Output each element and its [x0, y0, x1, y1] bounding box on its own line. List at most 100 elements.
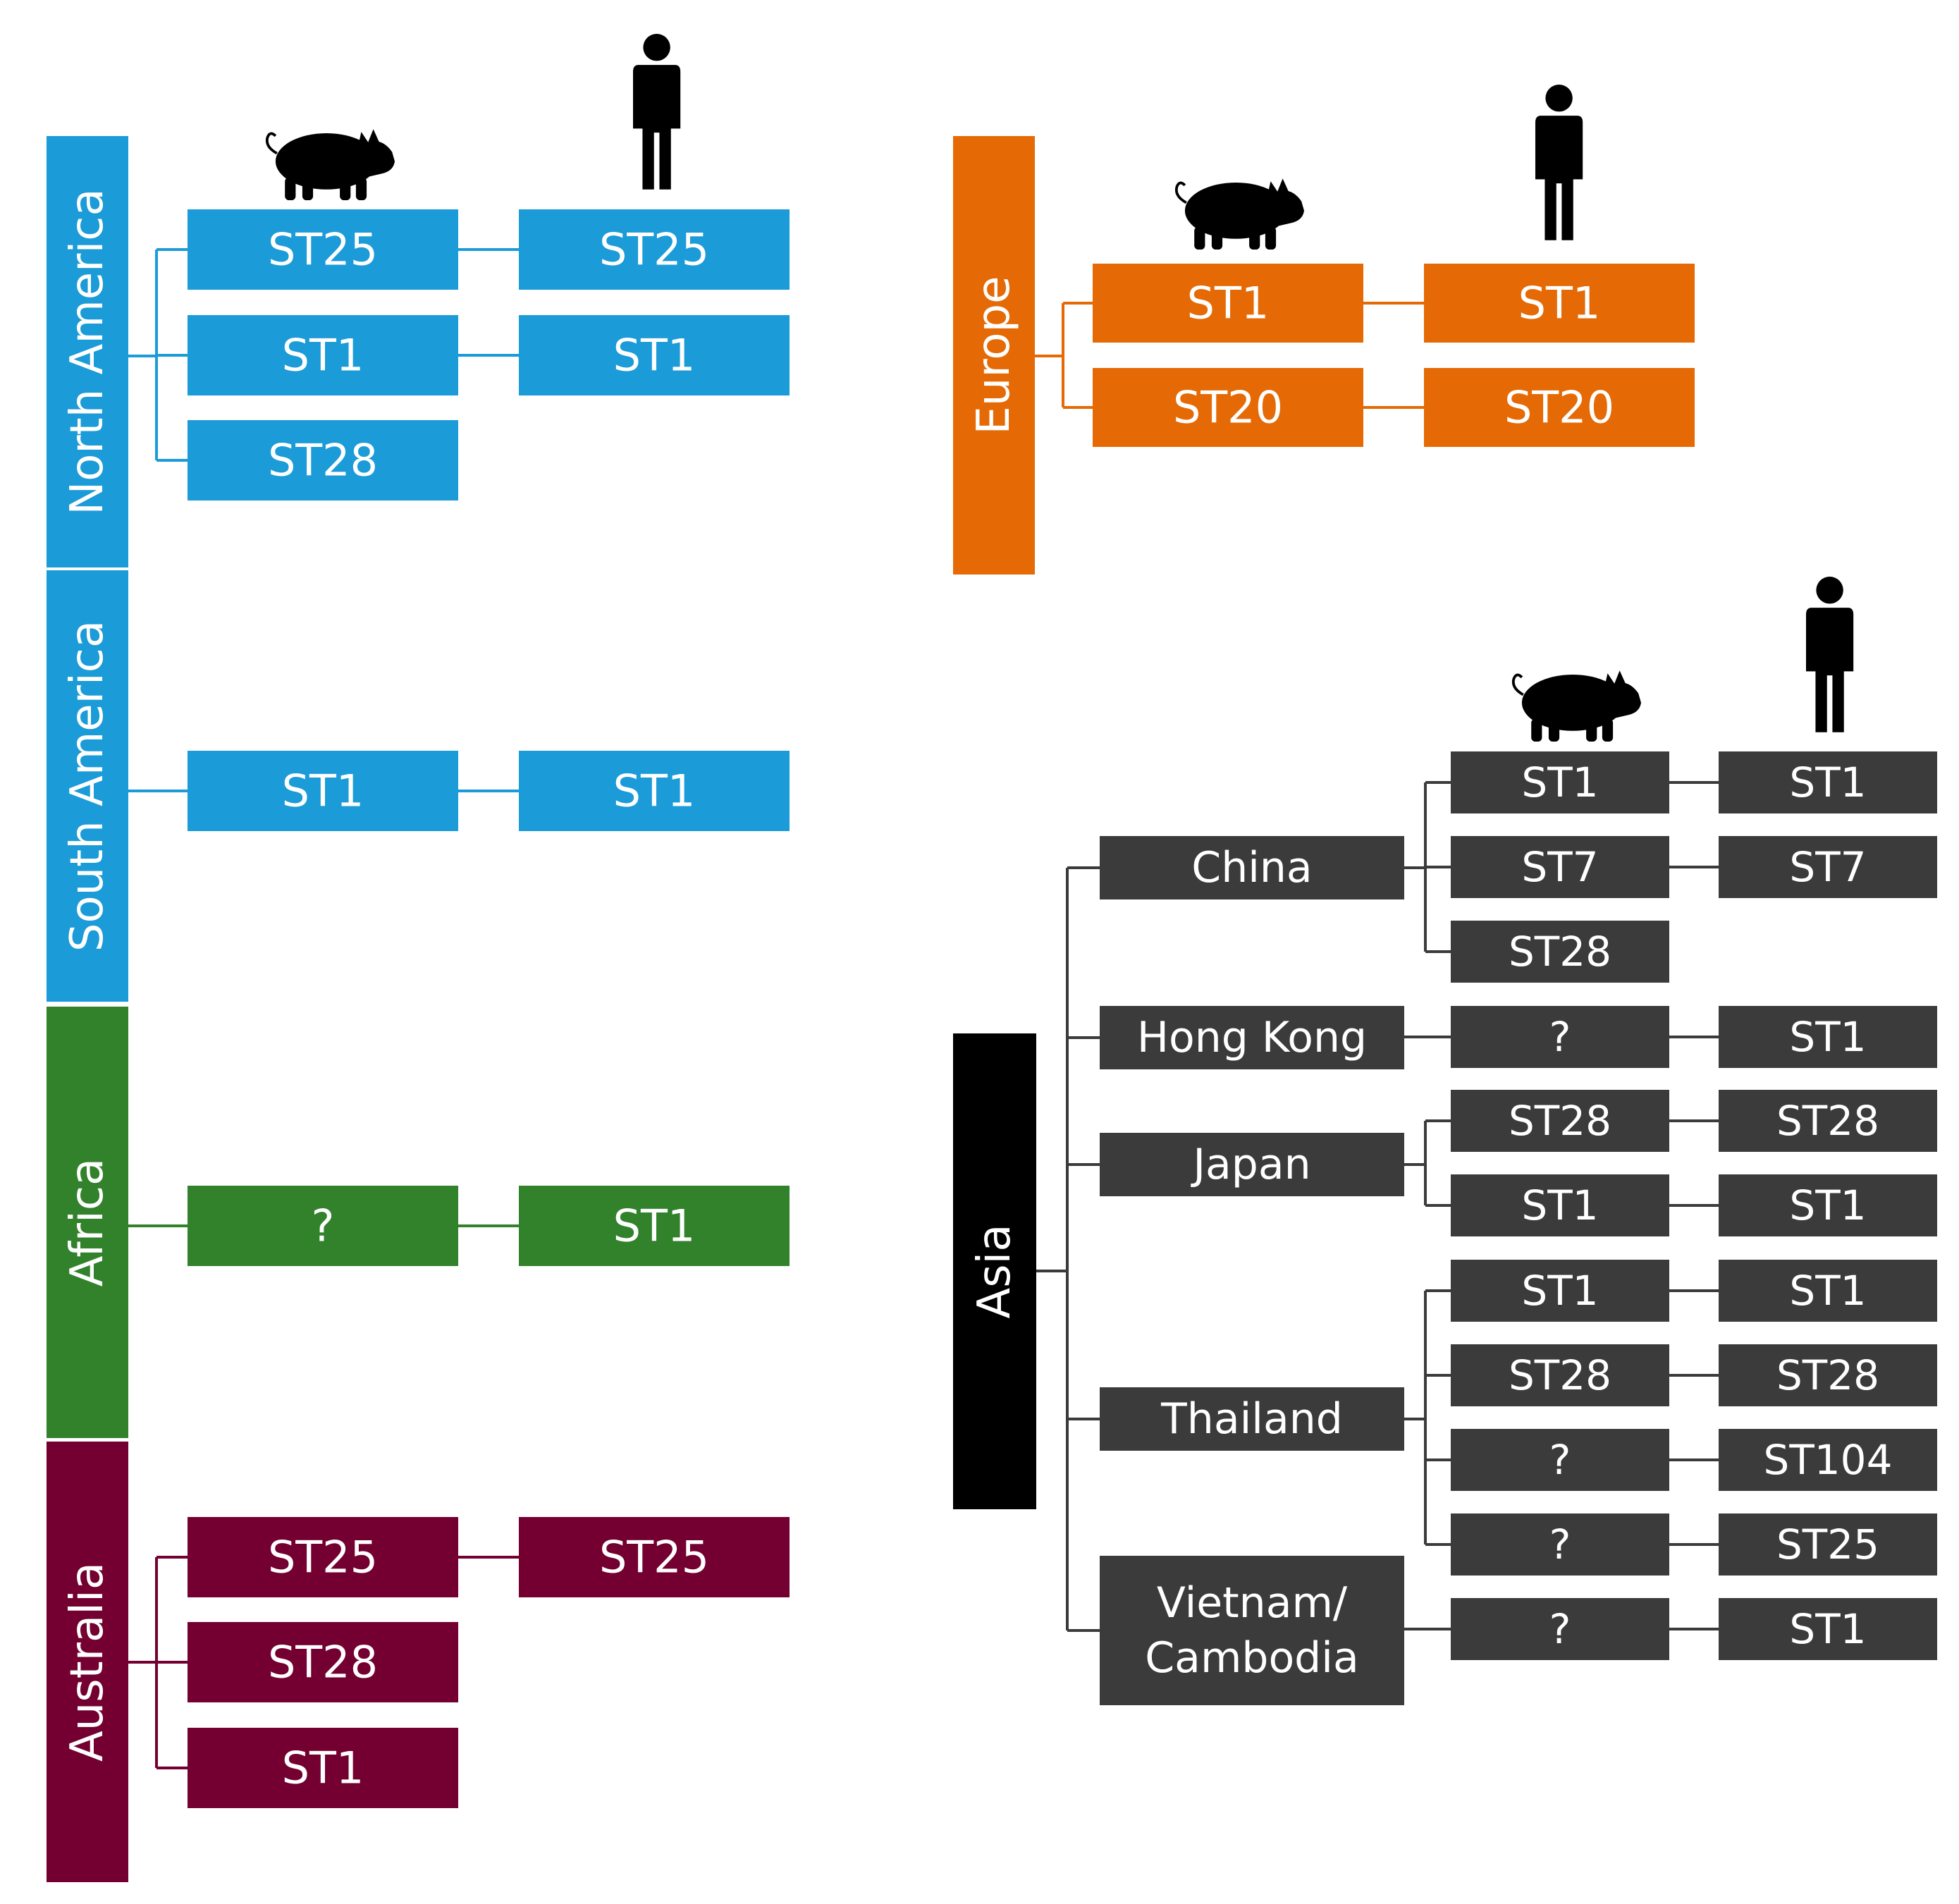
region-asia: Asia [953, 1033, 1036, 1509]
asia-human-0-1-label: ST7 [1789, 843, 1866, 891]
region-south-america-rect [47, 570, 128, 1002]
asia-country-3: Thailand [1100, 1387, 1404, 1451]
human-icon-europe [1535, 85, 1583, 240]
australia-pig-2-label: ST1 [282, 1743, 364, 1794]
australia-pig-0-rect [188, 1517, 458, 1597]
australia-pig-1-label: ST28 [268, 1637, 378, 1688]
asia-pig-0-2: ST28 [1451, 921, 1669, 983]
asia-country-4-rect [1100, 1556, 1404, 1705]
asia-pig-3-0: ST1 [1451, 1260, 1669, 1322]
south_america-human-0-label: ST1 [613, 766, 696, 817]
asia-human-1-0-label: ST1 [1789, 1013, 1866, 1061]
region-south-america-label: South America [61, 620, 113, 952]
europe-pig-0: ST1 [1093, 264, 1363, 343]
asia-human-0-0: ST1 [1719, 751, 1937, 813]
asia-country-0: China [1100, 836, 1404, 899]
asia-pig-2-0-rect [1451, 1090, 1669, 1152]
region-south-america: South America [47, 570, 128, 1002]
europe-pig-1-label: ST20 [1173, 382, 1283, 434]
asia-human-1-0-rect [1719, 1006, 1937, 1068]
asia-pig-3-2-label: ? [1549, 1436, 1571, 1484]
asia-pig-2-1: ST1 [1451, 1174, 1669, 1236]
north_america-pig-2: ST28 [188, 420, 458, 500]
pig-icon-asia [1511, 669, 1642, 743]
north_america-human-1: ST1 [519, 315, 790, 395]
region-north-america-rect [47, 136, 128, 567]
asia-pig-0-2-rect [1451, 921, 1669, 983]
europe-human-1-rect [1424, 368, 1695, 447]
asia-human-2-0: ST28 [1719, 1090, 1937, 1152]
africa-human-0: ST1 [519, 1186, 790, 1266]
asia-pig-3-1: ST28 [1451, 1344, 1669, 1406]
asia-human-0-1-rect [1719, 836, 1937, 898]
asia-pig-3-2: ? [1451, 1429, 1669, 1491]
australia-pig-1: ST28 [188, 1622, 458, 1702]
asia-human-3-3: ST25 [1719, 1513, 1937, 1576]
north_america-human-1-rect [519, 315, 790, 395]
europe-human-0-rect [1424, 264, 1695, 343]
asia-human-2-0-label: ST28 [1776, 1097, 1879, 1145]
region-australia: Australia [47, 1442, 128, 1882]
asia-pig-3-3-label: ? [1549, 1521, 1571, 1568]
asia-human-3-2: ST104 [1719, 1429, 1937, 1491]
asia-pig-3-0-rect [1451, 1260, 1669, 1322]
human-icon-left [633, 34, 681, 190]
asia-pig-1-0: ? [1451, 1006, 1669, 1068]
asia-pig-3-1-label: ST28 [1509, 1351, 1611, 1399]
asia-pig-3-3: ? [1451, 1513, 1669, 1576]
asia-pig-0-1: ST7 [1451, 836, 1669, 898]
asia-pig-3-0-label: ST1 [1521, 1267, 1598, 1315]
region-europe-rect [953, 136, 1035, 575]
asia-human-0-0-label: ST1 [1789, 758, 1866, 806]
asia-pig-2-1-rect [1451, 1174, 1669, 1236]
europe-pig-0-rect [1093, 264, 1363, 343]
asia-human-4-0-label: ST1 [1789, 1605, 1866, 1653]
asia-human-0-0-rect [1719, 751, 1937, 813]
asia-human-4-0-rect [1719, 1598, 1937, 1660]
asia-pig-2-0: ST28 [1451, 1090, 1669, 1152]
asia-country-4-label: Vietnam/Cambodia [1145, 1578, 1358, 1683]
asia-pig-4-0-label: ? [1549, 1605, 1571, 1653]
asia-human-3-0-rect [1719, 1260, 1937, 1322]
region-asia-rect [953, 1033, 1036, 1509]
asia-human-2-1-label: ST1 [1789, 1181, 1866, 1229]
australia-pig-2: ST1 [188, 1728, 458, 1808]
europe-pig-1-rect [1093, 368, 1363, 447]
asia-country-3-rect [1100, 1387, 1404, 1451]
europe-pig-1: ST20 [1093, 368, 1363, 447]
europe-human-0: ST1 [1424, 264, 1695, 343]
asia-pig-1-0-label: ? [1549, 1013, 1571, 1061]
north_america-pig-1: ST1 [188, 315, 458, 395]
asia-human-2-0-rect [1719, 1090, 1937, 1152]
asia-country-1-label: Hong Kong [1137, 1013, 1367, 1062]
asia-human-3-1-rect [1719, 1344, 1937, 1406]
asia-pig-3-3-rect [1451, 1513, 1669, 1576]
australia-human-0-rect [519, 1517, 790, 1597]
region-africa: Africa [47, 1007, 128, 1438]
north_america-pig-0-rect [188, 209, 458, 290]
region-north-america-label: North America [61, 188, 113, 515]
south_america-human-0: ST1 [519, 751, 790, 831]
asia-country-4: Vietnam/Cambodia [1100, 1556, 1404, 1705]
south_america-human-0-rect [519, 751, 790, 831]
north_america-human-0-label: ST25 [599, 224, 709, 276]
africa-human-0-label: ST1 [613, 1200, 696, 1252]
asia-country-2-label: Japan [1190, 1140, 1310, 1189]
africa-pig-0: ? [188, 1186, 458, 1266]
asia-country-1: Hong Kong [1100, 1006, 1404, 1069]
asia-human-3-0: ST1 [1719, 1260, 1937, 1322]
north_america-human-1-label: ST1 [613, 330, 696, 381]
australia-pig-1-rect [188, 1622, 458, 1702]
asia-pig-0-0-label: ST1 [1521, 758, 1598, 806]
north_america-pig-0: ST25 [188, 209, 458, 290]
north_america-pig-0-label: ST25 [268, 224, 378, 276]
asia-pig-4-0: ? [1451, 1598, 1669, 1660]
human-icon-asia [1806, 577, 1854, 732]
asia-human-0-1: ST7 [1719, 836, 1937, 898]
asia-country-2: Japan [1100, 1133, 1404, 1196]
asia-human-2-1-rect [1719, 1174, 1937, 1236]
asia-country-3-label: Thailand [1160, 1394, 1343, 1444]
australia-pig-0-label: ST25 [268, 1532, 378, 1583]
asia-pig-3-1-rect [1451, 1344, 1669, 1406]
